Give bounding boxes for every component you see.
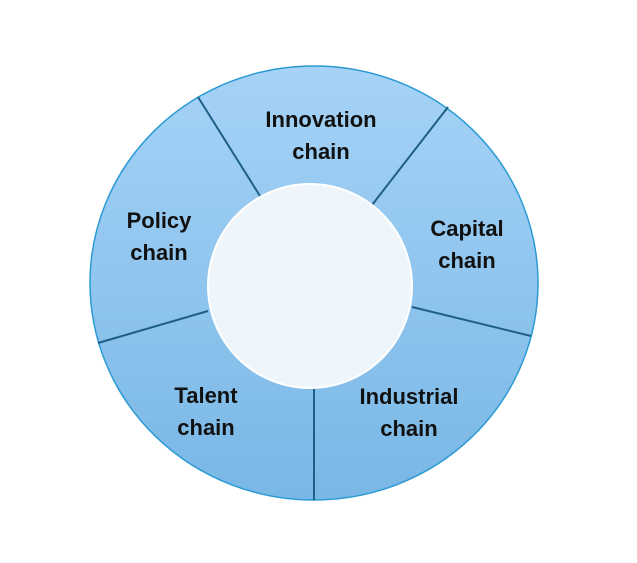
segment-industrial-chain: Industrial chain bbox=[359, 381, 458, 445]
center-circle bbox=[207, 183, 413, 389]
segment-policy-chain: Policy chain bbox=[127, 205, 192, 269]
segment-talent-chain: Talent chain bbox=[174, 380, 237, 444]
segment-label: Policy bbox=[126, 208, 192, 233]
segment-label: Innovation bbox=[265, 107, 377, 132]
segment-label: chain bbox=[292, 139, 350, 164]
segment-label: chain bbox=[177, 415, 235, 440]
segment-label: chain bbox=[130, 240, 188, 265]
segment-innovation-chain: Innovation chain bbox=[265, 104, 376, 168]
segment-label: chain bbox=[380, 416, 438, 441]
segment-label: Talent bbox=[174, 383, 238, 408]
divider-line bbox=[97, 310, 209, 344]
divider-line bbox=[371, 106, 449, 206]
segment-label: Capital bbox=[430, 216, 504, 241]
segment-label: Industrial bbox=[359, 384, 459, 409]
divider-line bbox=[197, 96, 261, 197]
divider-line bbox=[411, 306, 532, 337]
segment-label: chain bbox=[438, 248, 496, 273]
segment-capital-chain: Capital chain bbox=[430, 213, 503, 277]
